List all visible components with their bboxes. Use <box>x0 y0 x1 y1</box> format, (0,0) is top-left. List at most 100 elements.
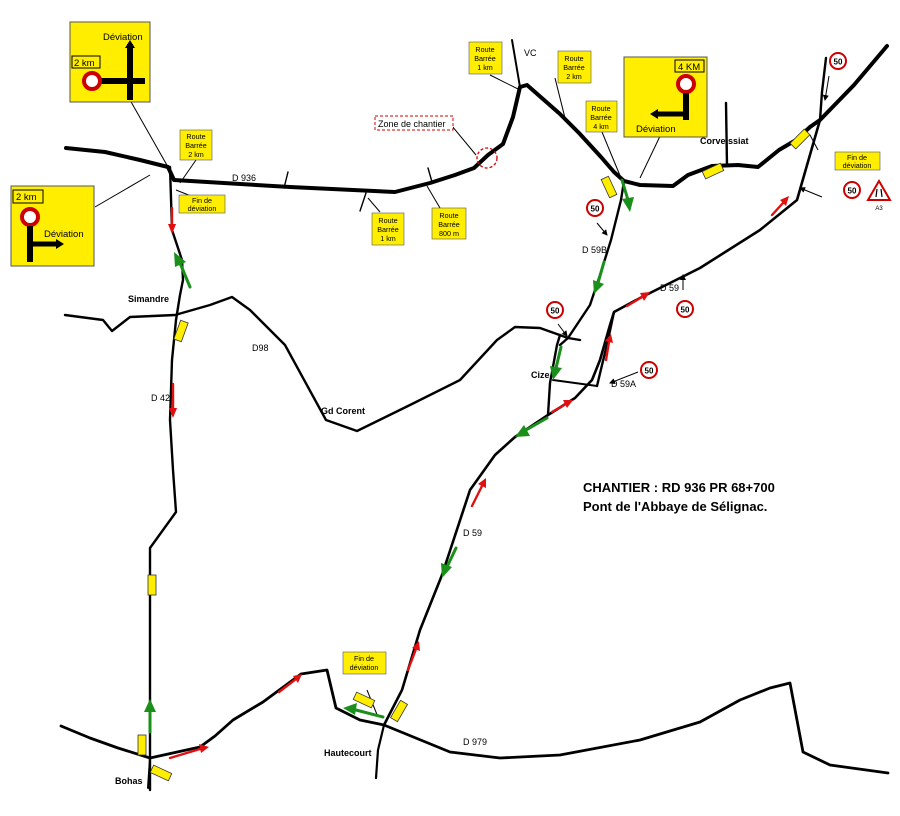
place-label-cize: Cize <box>531 370 550 380</box>
yellow-plate <box>701 162 725 180</box>
note-line: Barrée <box>185 141 207 150</box>
red-arrow <box>625 292 650 308</box>
speed-limit-value: 50 <box>834 57 843 66</box>
road-d979 <box>59 668 890 775</box>
pointer-arrow <box>557 323 568 337</box>
road-label-vc: VC <box>524 48 537 58</box>
pointer-arrows <box>557 75 830 384</box>
note-line: Fin de <box>847 153 867 162</box>
red-arrow <box>168 744 209 760</box>
note-line: Fin de <box>192 196 212 205</box>
green-arrow <box>441 546 458 578</box>
road-label-d979: D 979 <box>463 737 487 747</box>
road-d59-cize <box>546 333 562 417</box>
speed-limit-value: 50 <box>591 204 600 213</box>
road-barrier-tick <box>283 171 289 189</box>
place-label-corveissiat: Corveissiat <box>700 136 749 146</box>
yellow-plate <box>352 691 376 709</box>
note-line: 1 km <box>477 63 493 72</box>
green-arrows <box>144 178 634 734</box>
green-arrow <box>620 178 634 212</box>
red-arrow <box>550 400 573 414</box>
road-vc <box>511 39 521 88</box>
green-arrow <box>550 345 563 380</box>
panel-distance-text: 2 km <box>16 192 37 203</box>
warning-caption: A3 <box>875 206 883 212</box>
green-arrow <box>343 703 385 719</box>
yellow-plate <box>600 175 618 199</box>
road-label-d59b: D 59B <box>582 245 607 255</box>
note-line: déviation <box>350 663 379 672</box>
note-line: Barrée <box>563 63 585 72</box>
note-route-barree-1km-a: Route Barrée 1 km <box>371 212 405 246</box>
note-route-barree-800m: Route Barrée 800 m <box>431 207 467 240</box>
note-route-barree-1km-b: Route Barrée 1 km <box>468 41 503 75</box>
place-label-simandre: Simandre <box>128 294 169 304</box>
green-arrow <box>144 699 156 734</box>
red-arrow <box>604 334 613 362</box>
panel-deviation-text: Déviation <box>44 229 84 240</box>
yellow-plate <box>389 699 409 723</box>
yellow-plate <box>789 128 811 150</box>
title-line-1: CHANTIER : RD 936 PR 68+700 <box>583 480 775 495</box>
note-line: Route <box>378 216 397 225</box>
road-bohas-link <box>147 757 151 789</box>
green-arrow <box>174 252 192 289</box>
road-d98 <box>63 295 582 433</box>
no-entry-ring-icon <box>676 74 696 94</box>
speed-limit-50-icon: 50 <box>640 361 658 379</box>
leader-line <box>799 187 823 198</box>
yellow-plate <box>173 319 189 343</box>
red-arrow <box>168 206 176 234</box>
place-label-bohas: Bohas <box>115 776 143 786</box>
panel-deviation-text: Déviation <box>636 124 676 135</box>
road-label-d59: D 59 <box>463 528 482 538</box>
note-line: Barrée <box>590 113 612 122</box>
note-line: Barrée <box>438 220 460 229</box>
place-label-gd-corent: Gd Corent <box>321 406 365 416</box>
road-label-d59a: D 59A <box>611 379 636 389</box>
road-d59a <box>595 310 616 388</box>
yellow-plate <box>147 574 157 596</box>
road-label-d59-north: D 59 <box>660 283 679 293</box>
leader-line <box>367 197 381 213</box>
green-arrow <box>593 260 606 294</box>
leader-line <box>809 134 819 151</box>
red-arrow <box>470 478 486 508</box>
leader-line <box>94 174 151 208</box>
pointer-arrow <box>822 75 830 101</box>
road-barrier-tick <box>359 192 367 212</box>
note-line: Barrée <box>377 225 399 234</box>
road-label-d936: D 936 <box>232 173 256 183</box>
note-line: Fin de <box>354 654 374 663</box>
leader-line <box>489 74 521 91</box>
green-arrow <box>515 416 549 437</box>
detour-panel-topleft: Déviation 2 km <box>69 21 151 103</box>
yellow-plate <box>137 734 147 756</box>
detour-panel-topright: 4 KM Déviation <box>623 56 708 138</box>
zone-label: Zone de chantier <box>378 119 446 129</box>
leader-line <box>554 77 567 123</box>
note-route-barree-2km-right: Route Barrée 2 km <box>557 50 592 84</box>
speed-limit-value: 50 <box>848 186 857 195</box>
speed-limit-50-icon: 50 <box>546 301 564 319</box>
note-line: déviation <box>843 161 872 170</box>
leader-line <box>451 125 477 156</box>
leader-line <box>639 131 663 179</box>
road-narrows-warning-icon: A3 <box>866 179 892 212</box>
note-line: Route <box>186 132 205 141</box>
pointer-arrow <box>596 222 608 236</box>
note-line: Route <box>439 211 458 220</box>
project-title: CHANTIER : RD 936 PR 68+700 Pont de l'Ab… <box>583 480 775 514</box>
road-label-d42: D 42 <box>151 393 170 403</box>
note-route-barree-4km: Route Barrée 4 km <box>585 100 618 133</box>
road-northeast <box>818 56 828 122</box>
leader-lines <box>94 74 823 718</box>
road-labels: D 936 D98 D 42 D 59 D 59 D 59A D 59B D 9… <box>151 48 679 747</box>
road-cize-link <box>552 379 598 387</box>
red-arrows <box>168 196 789 760</box>
road-barrier-tick <box>427 167 433 183</box>
no-entry-ring-icon <box>82 71 102 91</box>
road-hautecourt-south <box>374 723 386 780</box>
red-arrow <box>406 641 420 672</box>
